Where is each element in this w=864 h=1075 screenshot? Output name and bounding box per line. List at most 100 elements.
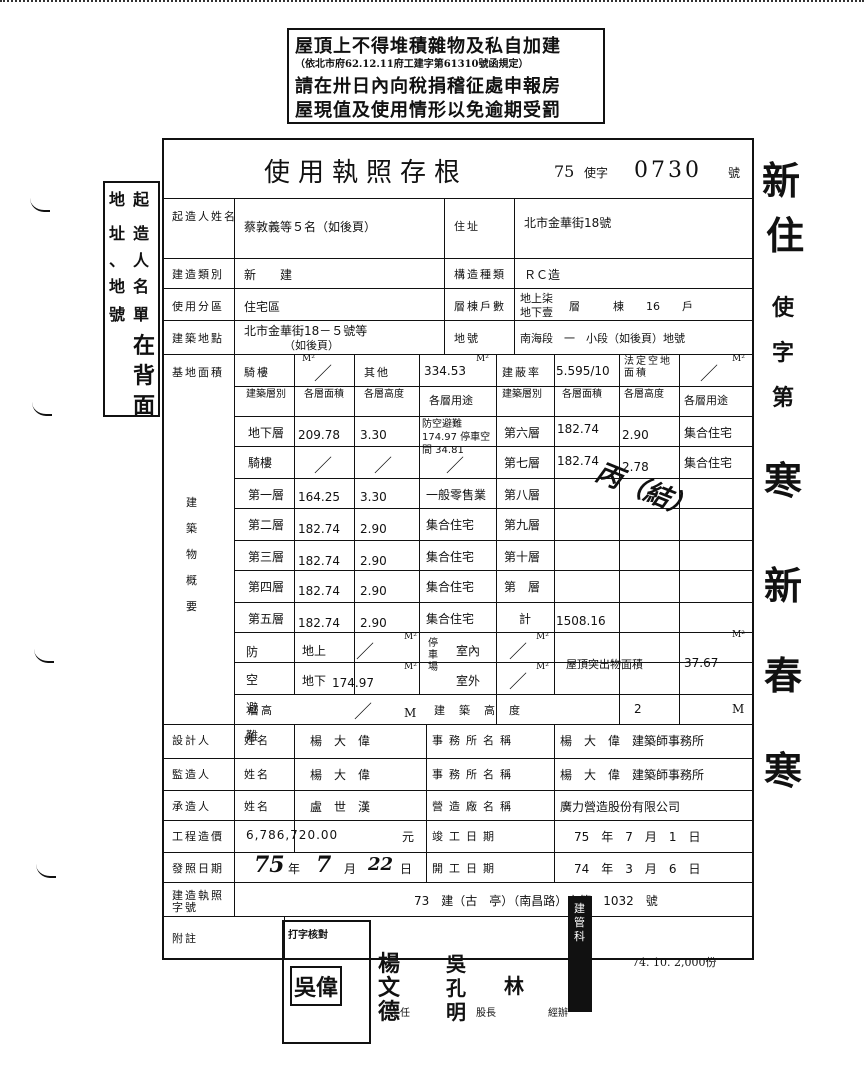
notice-line-2: （依北市府62.12.11府工建字第61310號函規定） [295, 59, 529, 70]
designer-office-value: 楊 大 偉 建築師事務所 [560, 734, 705, 748]
site-other-area-value: 334.53 [424, 364, 466, 378]
floor-label: 第一層 [248, 488, 285, 502]
side-char: 地 [109, 277, 126, 296]
seal-3: 吳孔明 [446, 952, 466, 1024]
permit-number: 0730 [634, 158, 702, 183]
side-char: 址 [109, 224, 126, 243]
permit-no-value: 73 建（古 亭）（南昌路）字第 1032 號 [414, 894, 658, 908]
floor-label: 第九層 [504, 518, 541, 532]
side-char: 、 [109, 251, 126, 270]
empty-mark: ／ [354, 702, 372, 723]
floor-area: 182.74 [298, 522, 340, 536]
label-remarks: 附註 [172, 932, 198, 945]
label-month: 月 [344, 862, 357, 876]
floor-use: 防空避難 174.97 停車空間 34.81 [422, 419, 491, 456]
empty-mark: ／ [314, 364, 332, 385]
label-legal-open: 法定空地面積 [624, 356, 672, 379]
lot-value: 南海段 一 小段（如後頁）地號 [520, 332, 685, 345]
label-name: 姓名 [244, 768, 270, 781]
supervisor-name-value: 楊 大 偉 [310, 768, 371, 782]
binder-mark [32, 400, 52, 416]
builder-value: 蔡敦義等５名（如後頁） [244, 220, 377, 234]
label-building-height: 建築高度 [434, 704, 534, 717]
side-char: 人 [133, 251, 150, 270]
floor-area: 209.78 [298, 428, 340, 442]
floor-height: 2.78 [622, 460, 649, 474]
label-section: 股長 [476, 1008, 496, 1019]
edge-char: 寒 [764, 748, 803, 793]
side-char: 地 [109, 190, 126, 209]
side-char: 單 [133, 305, 150, 324]
floor-label: 第八層 [504, 488, 541, 502]
label-other: 其他 [364, 366, 390, 379]
label-contractor: 承造人 [172, 800, 211, 813]
label-pavilion: 騎樓 [244, 366, 270, 379]
label-name: 姓名 [244, 800, 270, 813]
contractor-name-value: 盧 世 漢 [310, 800, 371, 814]
edge-char: 寒 [764, 458, 803, 503]
side-char: 背 [133, 363, 156, 389]
floor-use: 集合住宅 [426, 550, 475, 564]
empty-mark: ／ [314, 456, 332, 477]
notice-line-4: 屋現值及使用情形以免逾期受罰 [295, 100, 561, 121]
structure-value: ＲＣ造 [524, 268, 561, 282]
cost-value: 6,786,720.00 [246, 828, 339, 842]
unit-m: M [732, 702, 745, 716]
contractor-firm-value: 廣力營造股份有限公司 [560, 800, 681, 814]
floor-height: 2.90 [360, 522, 387, 536]
floor-height: 2.90 [360, 584, 387, 598]
floor-use: 集合住宅 [684, 456, 733, 470]
side-char: 名 [133, 277, 150, 296]
floor-use: 集合住宅 [426, 518, 475, 532]
empty-mark: ／ [356, 642, 374, 663]
floor-label: 騎樓 [248, 456, 273, 470]
build-type-value: 新 建 [244, 268, 293, 282]
permit-year: 75 [554, 162, 575, 181]
issue-year-value: 75 [254, 852, 285, 878]
floor-use: 集合住宅 [684, 426, 733, 440]
unit-yuan: 元 [402, 830, 415, 844]
label-use-zone: 使用分區 [172, 300, 224, 313]
col-area-header: 各層面積 [562, 389, 602, 400]
side-char: 造 [133, 224, 150, 243]
floor-height: 2.90 [360, 616, 387, 630]
label-permit-no: 建造執照字號 [172, 889, 224, 914]
floor-area: 182.74 [557, 454, 599, 468]
side-char: 面 [133, 393, 156, 419]
floor-height: 2.90 [622, 428, 649, 442]
build-site-note: （如後頁） [284, 339, 339, 352]
permit-form: 使用執照存根 75 使字 0730 號 起造人姓名 住址 建造類別 構造種類 使… [162, 138, 754, 1044]
unit-m: M [404, 706, 417, 720]
label-issue-date: 發照日期 [172, 862, 224, 875]
col-area-header: 各層面積 [304, 389, 344, 400]
section-seal: 建管科 [568, 896, 592, 1012]
floor-area: 182.74 [298, 554, 340, 568]
print-info: 74. 10. 2,000份 [632, 956, 717, 969]
label-coverage: 建蔽率 [502, 366, 541, 379]
floor-height: 2.90 [360, 554, 387, 568]
side-note: 地 址 、 地 號 起 造 人 名 單 在 背 面 [103, 181, 160, 419]
side-char: 在 [133, 333, 156, 359]
coverage-value: 5.595/10 [556, 364, 610, 378]
label-cost: 工程造價 [172, 830, 224, 843]
edge-char: 新 [764, 563, 803, 608]
label-start: 開工日期 [432, 862, 500, 875]
unit-m2: M² [732, 630, 745, 640]
unit-m2: M² [476, 354, 489, 364]
binder-mark [34, 645, 54, 663]
build-site-value: 北市金華街18－５號等 [244, 324, 368, 338]
notice-box: 屋頂上不得堆積雜物及私自加建 （依北市府62.12.11府工建字第61310號函… [287, 28, 605, 124]
floor-height: 3.30 [360, 490, 387, 504]
seal-4: 林 [504, 974, 524, 998]
floor-use: 一般零售業 [426, 488, 487, 502]
floor-use: 集合住宅 [426, 612, 475, 626]
floor-label: 第三層 [248, 550, 285, 564]
label-parking: 停車場 [428, 638, 438, 673]
label-year: 年 [288, 862, 301, 876]
floor-label: 第五層 [248, 612, 285, 626]
typist-stamp-box: 打字核對 吳偉 [282, 920, 371, 1044]
label-office: 事務所名稱 [432, 734, 517, 747]
label-completion: 竣工日期 [432, 830, 500, 843]
col-floor-header: 建築層別 [502, 389, 542, 400]
typist-label: 打字核對 [288, 930, 328, 941]
